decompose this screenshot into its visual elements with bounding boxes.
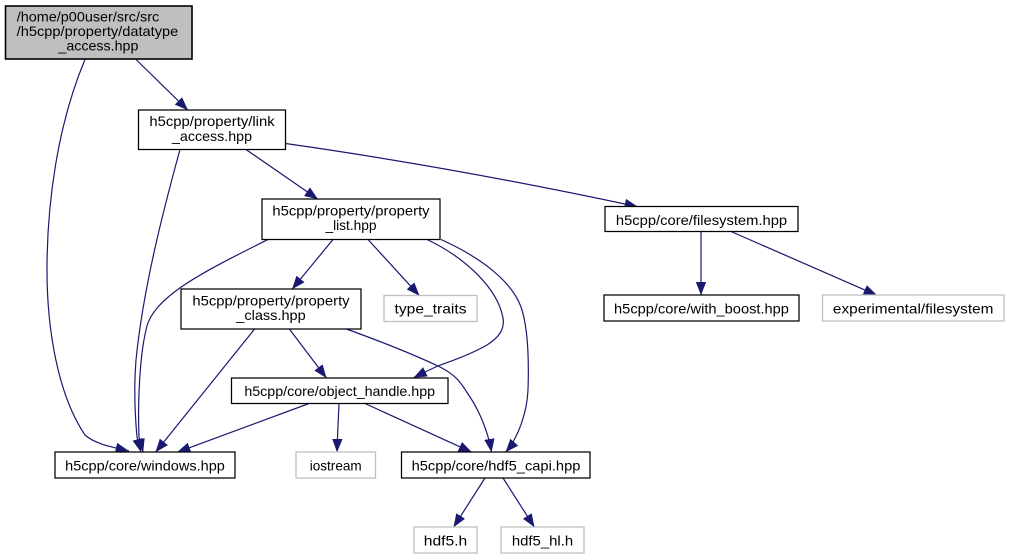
svg-text:_access.hpp: _access.hpp xyxy=(57,38,138,54)
svg-text:hdf5_hl.h: hdf5_hl.h xyxy=(512,532,573,548)
svg-text:iostream: iostream xyxy=(310,457,362,473)
svg-text:h5cpp/property/property: h5cpp/property/property xyxy=(192,292,349,308)
svg-text:_list.hpp: _list.hpp xyxy=(324,217,376,233)
svg-text:_access.hpp: _access.hpp xyxy=(171,128,252,144)
svg-text:hdf5.h: hdf5.h xyxy=(424,532,468,548)
svg-text:experimental/filesystem: experimental/filesystem xyxy=(833,300,994,316)
svg-text:/h5cpp/property/datatype: /h5cpp/property/datatype xyxy=(17,23,179,39)
svg-text:h5cpp/property/link: h5cpp/property/link xyxy=(149,113,275,129)
svg-text:h5cpp/core/filesystem.hpp: h5cpp/core/filesystem.hpp xyxy=(616,212,787,228)
svg-text:h5cpp/property/property: h5cpp/property/property xyxy=(272,202,429,218)
svg-text:h5cpp/core/with_boost.hpp: h5cpp/core/with_boost.hpp xyxy=(614,300,789,316)
svg-text:_class.hpp: _class.hpp xyxy=(235,307,306,323)
svg-text:type_traits: type_traits xyxy=(395,300,467,316)
svg-text:h5cpp/core/windows.hpp: h5cpp/core/windows.hpp xyxy=(65,457,225,473)
svg-text:/home/p00user/src/src: /home/p00user/src/src xyxy=(17,9,159,25)
svg-text:h5cpp/core/hdf5_capi.hpp: h5cpp/core/hdf5_capi.hpp xyxy=(412,457,581,473)
svg-text:h5cpp/core/object_handle.hpp: h5cpp/core/object_handle.hpp xyxy=(244,383,435,399)
